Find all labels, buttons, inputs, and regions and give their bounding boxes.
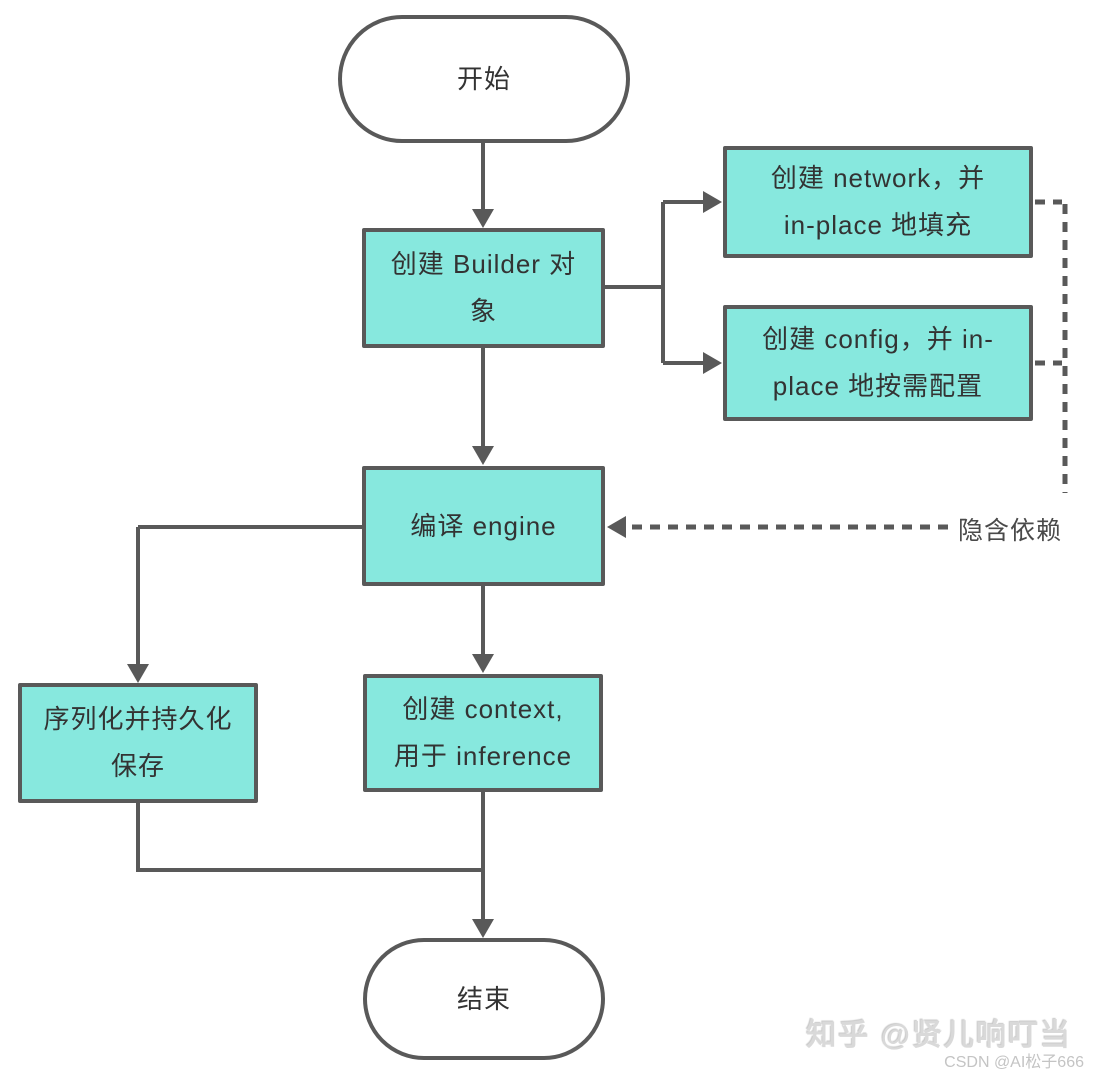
create-context-node: 创建 context, 用于 inference — [363, 674, 603, 792]
build-engine-label: 编译 engine — [410, 510, 557, 541]
create-network-line2: in-place 地填充 — [783, 210, 973, 240]
serialize-line2: 保存 — [110, 751, 165, 781]
create-context-line1: 创建 context, — [402, 694, 564, 724]
implicit-dependency-label: 隐含依赖 — [958, 517, 1063, 545]
zhihu-watermark: 知乎 @贤儿响叮当 — [806, 1019, 1072, 1052]
create-network-node: 创建 network，并 in-place 地填充 — [723, 146, 1033, 258]
arrowheads — [127, 191, 722, 938]
start-node: 开始 — [338, 15, 630, 143]
create-context-line2: 用于 inference — [393, 741, 573, 771]
create-builder-node: 创建 Builder 对 象 — [362, 228, 605, 348]
start-node-label: 开始 — [456, 63, 511, 94]
build-engine-node: 编译 engine — [362, 466, 605, 586]
create-network-line1: 创建 network，并 — [770, 163, 986, 193]
create-config-node: 创建 config，并 in- place 地按需配置 — [723, 305, 1033, 421]
csdn-watermark: CSDN @AI松子666 — [944, 1054, 1084, 1071]
create-config-line1: 创建 config，并 in- — [762, 324, 994, 354]
serialize-node: 序列化并持久化 保存 — [18, 683, 258, 803]
end-node: 结束 — [363, 938, 605, 1060]
create-builder-line2: 象 — [469, 296, 497, 326]
create-config-line2: place 地按需配置 — [772, 371, 984, 401]
dashed-connectors — [627, 199, 1068, 530]
create-builder-line1: 创建 Builder 对 — [390, 249, 577, 279]
end-node-label: 结束 — [456, 983, 511, 1014]
solid-connectors — [136, 143, 705, 919]
serialize-line1: 序列化并持久化 — [43, 704, 233, 734]
